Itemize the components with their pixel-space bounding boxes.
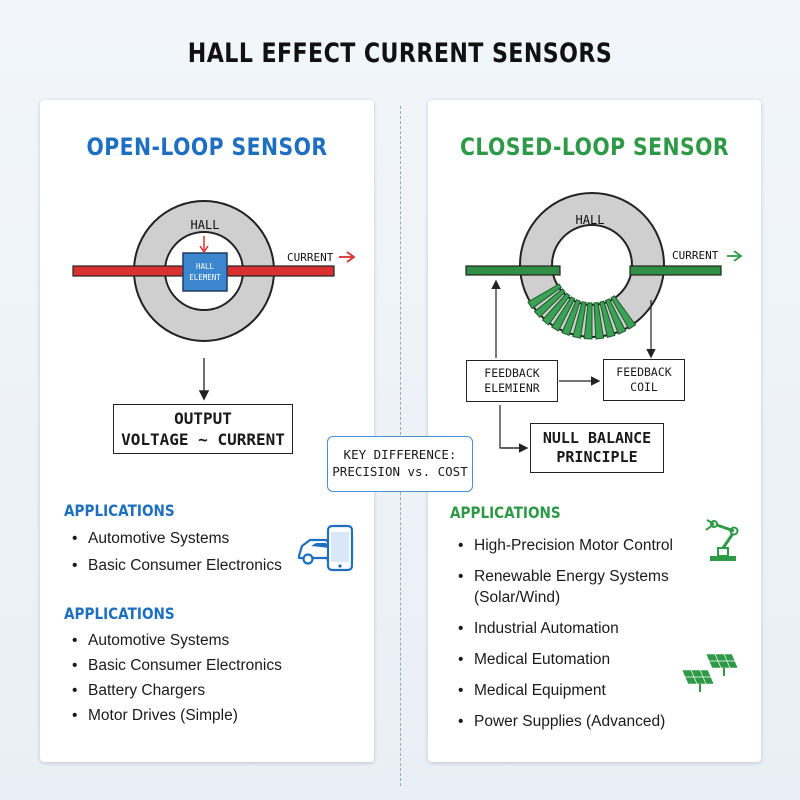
null-balance-box: NULL BALANCE PRINCIPLE — [530, 423, 664, 473]
open-loop-current-label: CURRENT — [287, 251, 334, 264]
closed-loop-current-label: CURRENT — [672, 249, 719, 262]
null-balance-feedback-path — [499, 405, 526, 449]
output-box: OUTPUT VOLTAGE ~ CURRENT — [113, 404, 293, 454]
closed-loop-conductor-right — [629, 265, 722, 276]
list-item: Basic Consumer Electronics — [64, 557, 282, 584]
closed-loop-conductor-left — [465, 265, 561, 276]
feedback-element-line-1: FEEDBACK — [484, 366, 540, 380]
key-difference-line-2: PRECISION vs. COST — [332, 464, 468, 479]
open-loop-hall-label: HALL — [191, 218, 220, 232]
feedback-coil-line-1: FEEDBACK — [616, 365, 672, 379]
coil-winding — [572, 301, 587, 339]
closed-loop-title: CLOSED-LOOP SENSOR — [459, 133, 730, 161]
coil-winding — [561, 299, 581, 337]
open-loop-applications-list-1: Automotive Systems Basic Consumer Electr… — [64, 530, 282, 584]
open-loop-applications-list-2: Automotive Systems Basic Consumer Electr… — [64, 632, 282, 732]
hall-field-arrowhead-top — [199, 245, 209, 254]
feedback-coil-line-2: COIL — [630, 380, 658, 394]
closed-loop-applications-list: High-Precision Motor Control Renewable E… — [450, 535, 704, 742]
solar-panel-icon — [681, 653, 739, 692]
feedback-coil-windings — [527, 283, 637, 340]
output-line-1: OUTPUT — [174, 409, 232, 428]
list-item: Basic Consumer Electronics — [64, 657, 282, 682]
list-item: Motor Drives (Simple) — [64, 707, 282, 732]
phone-icon — [326, 524, 354, 572]
coil-winding — [610, 295, 637, 330]
hall-field-arrowhead-left — [175, 266, 184, 276]
key-difference-line-1: KEY DIFFERENCE: — [343, 447, 457, 462]
feedback-coil-box: FEEDBACK COIL — [603, 359, 685, 401]
list-item: Automotive Systems — [64, 530, 282, 557]
open-loop-applications-heading-1: APPLICATIONS — [64, 501, 175, 520]
hall-element-label-1: HALL — [196, 262, 215, 271]
coil-winding — [604, 298, 627, 335]
closed-loop-hall-label: HALL — [576, 213, 605, 227]
null-balance-line-2: PRINCIPLE — [556, 448, 638, 466]
null-balance-line-1: NULL BALANCE — [542, 429, 652, 447]
feedback-element-line-2: ELEMIENR — [484, 381, 540, 395]
coil-winding — [541, 292, 571, 326]
hall-element-label-2: ELEMENT — [189, 273, 221, 282]
list-item: Medical Equipment — [450, 680, 704, 701]
coil-winding — [599, 300, 616, 339]
output-line-2: VOLTAGE ~ CURRENT — [121, 430, 285, 449]
list-item: High-Precision Motor Control — [450, 535, 704, 556]
coil-winding — [533, 288, 566, 319]
coil-winding — [593, 301, 605, 340]
feedback-element-box: FEEDBACK ELEMIENR — [466, 360, 558, 402]
list-item: Medical Eutomation — [450, 649, 704, 670]
coil-winding — [583, 302, 593, 340]
coil-winding — [527, 283, 562, 310]
robot-arm-icon — [705, 519, 739, 561]
list-item: Renewable Energy Systems (Solar/Wind) — [450, 566, 704, 608]
open-loop-conductor-right — [226, 265, 335, 277]
list-item: Battery Chargers — [64, 682, 282, 707]
closed-loop-current-arrowhead — [733, 250, 743, 262]
coil-winding — [550, 296, 576, 332]
hall-element — [182, 252, 228, 292]
list-item: Power Supplies (Advanced) — [450, 711, 704, 732]
key-difference-callout: KEY DIFFERENCE: PRECISION vs. COST — [327, 436, 473, 492]
page-title: HALL EFFECT CURRENT SENSORS — [187, 38, 613, 69]
closed-loop-applications-heading: APPLICATIONS — [450, 503, 561, 522]
open-loop-applications-heading-2: APPLICATIONS — [64, 604, 175, 623]
list-item: Automotive Systems — [64, 632, 282, 657]
open-loop-current-arrowhead — [346, 251, 356, 263]
list-item: Industrial Automation — [450, 618, 704, 639]
open-loop-title: OPEN-LOOP SENSOR — [86, 133, 328, 161]
